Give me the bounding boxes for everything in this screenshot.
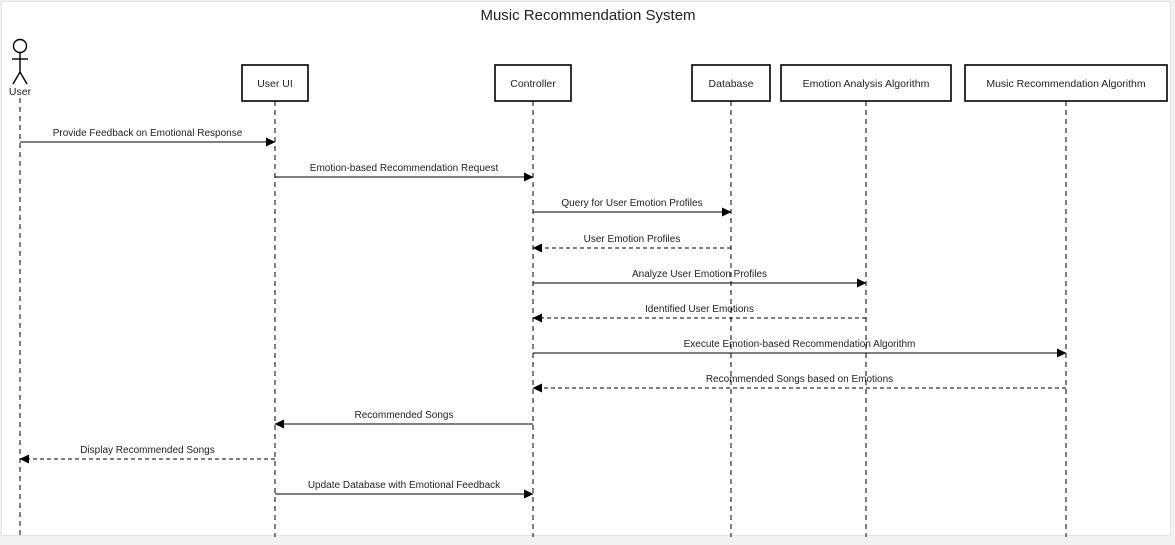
message-label-4: User Emotion Profiles: [584, 234, 681, 245]
participant-box-database: [691, 64, 771, 102]
message-label-1: Provide Feedback on Emotional Response: [53, 128, 243, 139]
participant-box-music: [964, 64, 1168, 102]
diagram-title: Music Recommendation System: [480, 7, 695, 24]
participant-label-emotion: Emotion Analysis Algorithm: [803, 78, 930, 90]
participant-label-controller: Controller: [510, 78, 556, 90]
participant-box-emotion: [780, 64, 952, 102]
message-label-11: Update Database with Emotional Feedback: [308, 480, 501, 491]
participant-label-user: User: [9, 86, 32, 98]
participant-label-database: Database: [709, 78, 754, 90]
participant-label-ui: User UI: [257, 78, 293, 90]
message-label-9: Recommended Songs: [355, 410, 454, 421]
messages: Provide Feedback on Emotional ResponseEm…: [19, 128, 1067, 499]
message-label-8: Recommended Songs based on Emotions: [706, 374, 893, 385]
participant-label-music: Music Recommendation Algorithm: [986, 78, 1146, 90]
message-label-5: Analyze User Emotion Profiles: [632, 269, 767, 280]
message-label-10: Display Recommended Songs: [80, 445, 215, 456]
message-label-2: Emotion-based Recommendation Request: [310, 163, 499, 174]
participants: User User UI Controller Database Emotion Ana…: [9, 38, 1168, 102]
message-label-7: Execute Emotion-based Recommendation Alg…: [684, 339, 916, 350]
message-label-6: Identified User Emotions: [645, 304, 754, 315]
participant-box-ui: [241, 64, 309, 102]
participant-box-controller: [494, 64, 572, 102]
message-label-3: Query for User Emotion Profiles: [561, 198, 702, 209]
actor-user-icon: [12, 38, 28, 85]
